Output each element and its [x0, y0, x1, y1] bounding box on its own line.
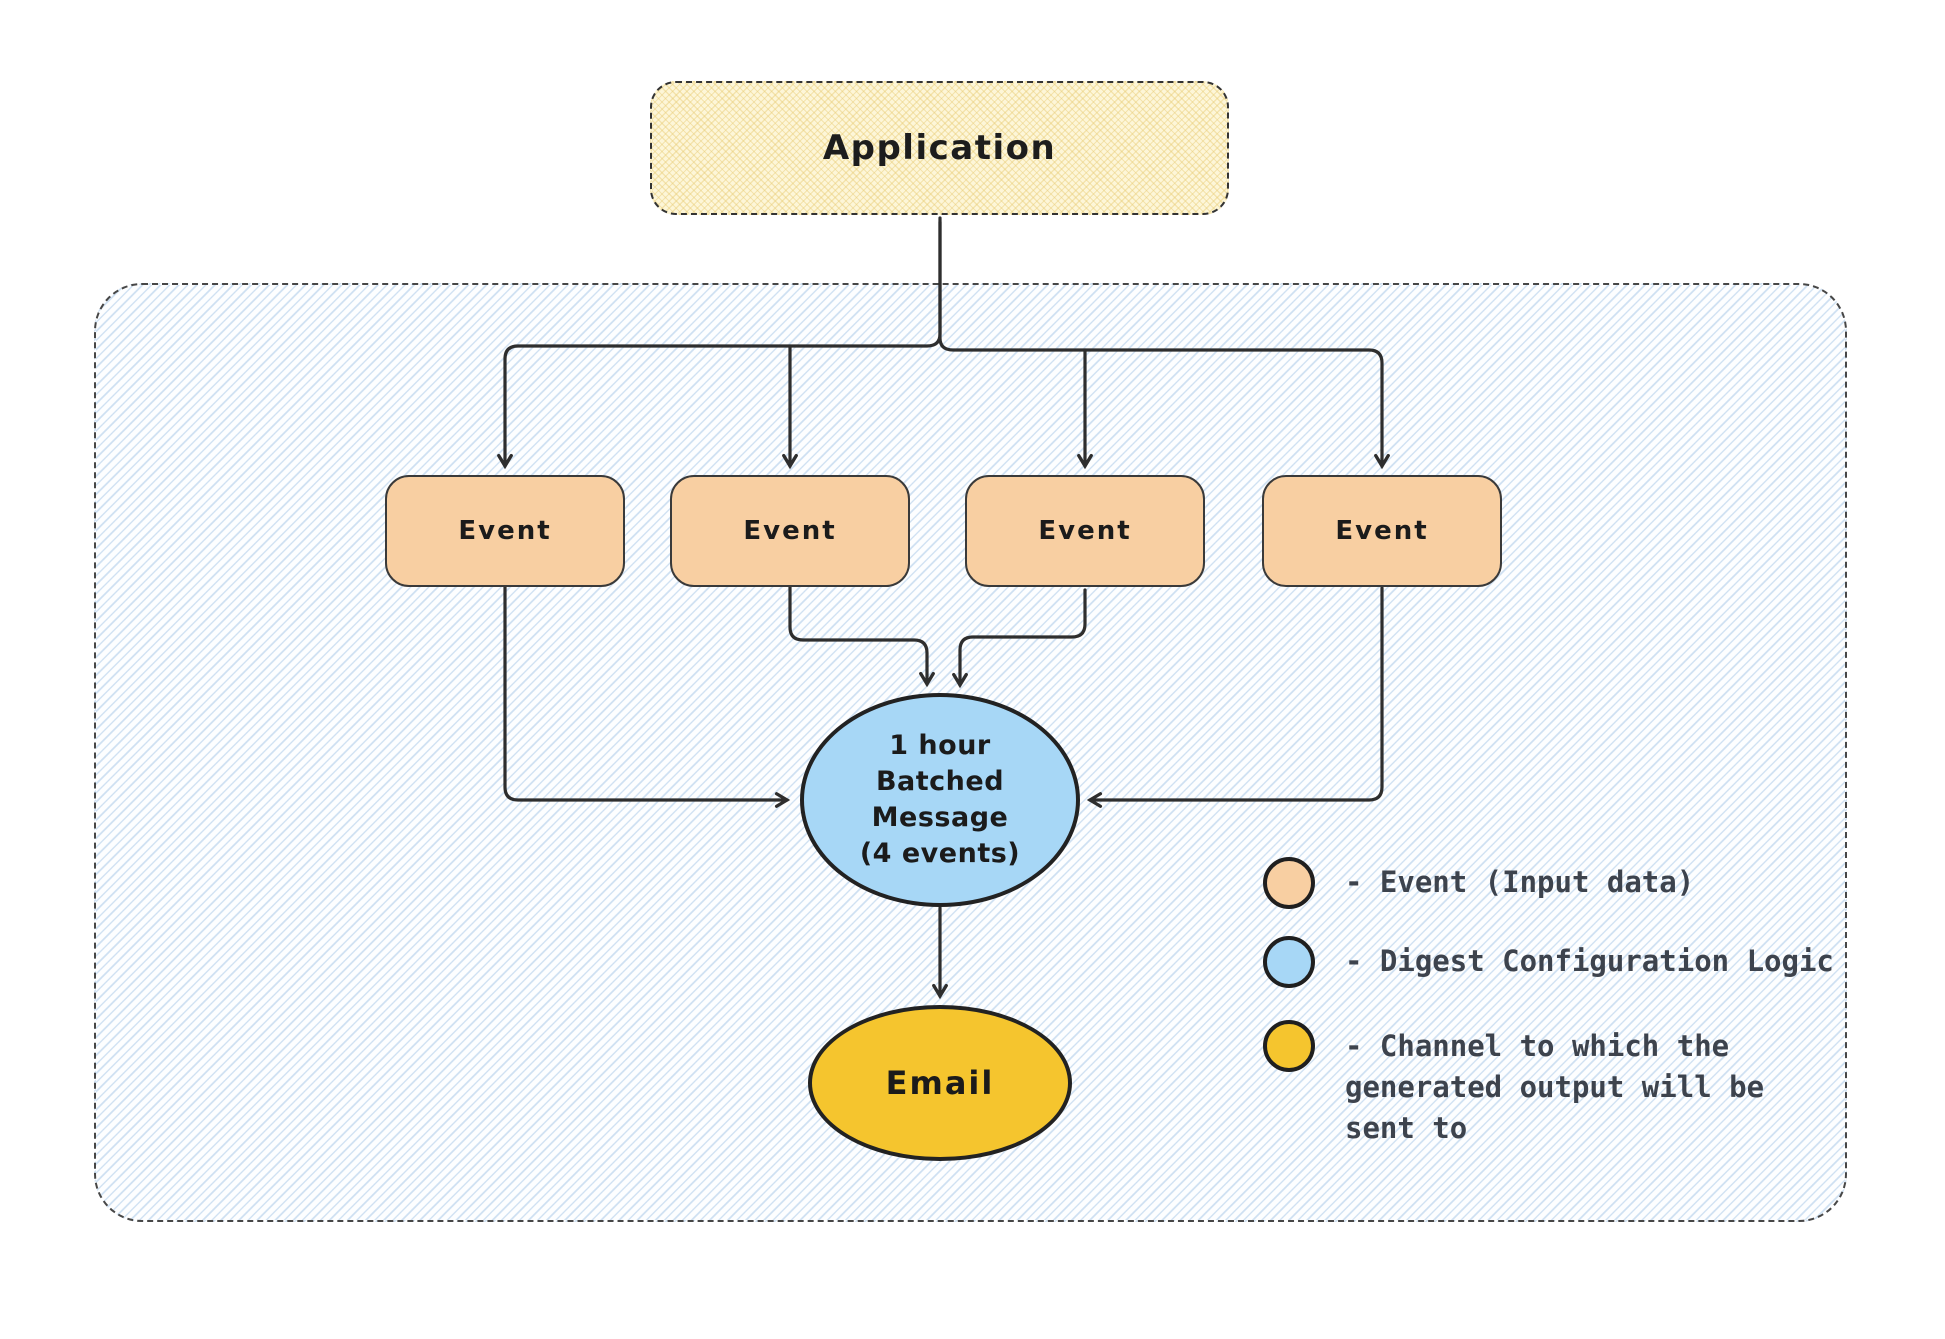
digest-label-line: Batched [875, 766, 1005, 797]
event-node-3: Event [965, 475, 1205, 587]
legend-label-event: - Event (Input data) [1345, 865, 1695, 900]
digest-label-line: 1 hour [889, 730, 991, 761]
event-label: Event [458, 516, 552, 546]
digest-label-line: (4 events) [859, 838, 1021, 869]
event-color-swatch [1263, 857, 1315, 909]
email-channel-node: Email [808, 1005, 1072, 1161]
arrow-app-to-event-1 [497, 216, 942, 470]
legend-item-event: - Event (Input data) [1263, 857, 1694, 909]
legend-item-channel: - Channel to which the generated output … [1263, 1020, 1793, 1150]
arrow-event-3-to-digest [952, 588, 1087, 689]
email-label: Email [885, 1064, 995, 1102]
event-node-1: Event [385, 475, 625, 587]
legend-label-channel: - Channel to which the generated output … [1345, 1029, 1765, 1146]
application-node: Application [650, 81, 1229, 215]
arrow-event-2-to-digest [788, 585, 935, 688]
digest-node: 1 hour Batched Message (4 events) [800, 693, 1080, 907]
application-label: Application [822, 128, 1057, 168]
event-node-2: Event [670, 475, 910, 587]
event-label: Event [1038, 516, 1132, 546]
legend-item-digest: - Digest Configuration Logic [1263, 936, 1834, 988]
event-label: Event [1335, 516, 1429, 546]
arrow-event-4-to-digest [1086, 586, 1384, 808]
legend-label-digest: - Digest Configuration Logic [1345, 944, 1834, 979]
channel-color-swatch [1263, 1020, 1315, 1072]
event-node-4: Event [1262, 475, 1502, 587]
digest-color-swatch [1263, 936, 1315, 988]
arrow-app-to-event-4 [938, 220, 1390, 470]
event-label: Event [743, 516, 837, 546]
arrow-event-1-to-digest [503, 585, 791, 808]
digest-label-line: Message [871, 802, 1009, 833]
